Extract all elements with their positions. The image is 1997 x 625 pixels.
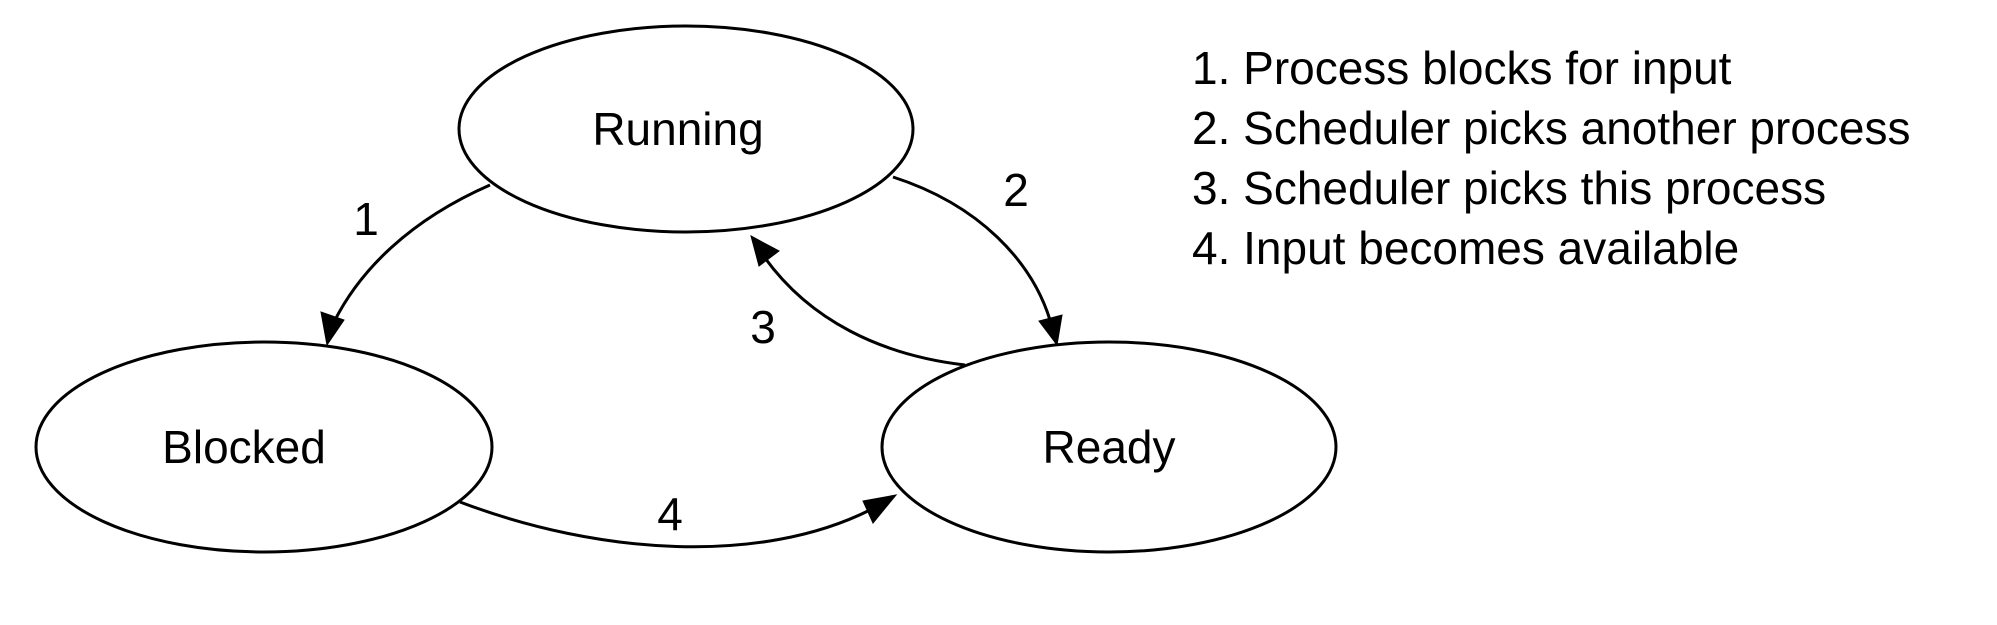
- state-blocked-ellipse: [34, 340, 494, 554]
- legend-item: 4. Input becomes available: [1192, 222, 1740, 274]
- state-running-ellipse: [457, 24, 915, 234]
- state-ready-label: Ready: [1043, 421, 1176, 473]
- state-running: Running: [457, 24, 915, 234]
- state-blocked: Blocked: [34, 340, 494, 554]
- legend-item: 2. Scheduler picks another process: [1192, 102, 1911, 154]
- transition-1: 1: [320, 183, 491, 347]
- transition-2: 2: [892, 164, 1063, 347]
- transition-4-arrow: [459, 500, 871, 549]
- transition-4: 4: [459, 488, 898, 549]
- transition-3-arrow: [763, 257, 966, 367]
- state-ready-ellipse: [880, 340, 1338, 554]
- state-running-label: Running: [592, 103, 763, 155]
- transition-3-arrowhead: [750, 235, 780, 267]
- transition-2-label: 2: [1003, 164, 1029, 216]
- transition-2-arrowhead: [1038, 314, 1063, 347]
- legend-item: 3. Scheduler picks this process: [1192, 162, 1827, 214]
- transition-2-arrow: [892, 175, 1052, 321]
- state-ready: Ready: [880, 340, 1338, 554]
- transition-3: 3: [750, 235, 966, 367]
- transition-1-arrow: [332, 183, 491, 323]
- legend-item: 1. Process blocks for input: [1192, 42, 1732, 94]
- transition-4-label: 4: [657, 488, 683, 540]
- transition-1-label: 1: [353, 193, 379, 245]
- transition-legend: 1. Process blocks for input 2. Scheduler…: [1192, 38, 1911, 278]
- transition-3-label: 3: [750, 301, 776, 353]
- transition-1-arrowhead: [320, 311, 345, 347]
- transition-4-arrowhead: [862, 494, 898, 524]
- state-blocked-label: Blocked: [162, 421, 326, 473]
